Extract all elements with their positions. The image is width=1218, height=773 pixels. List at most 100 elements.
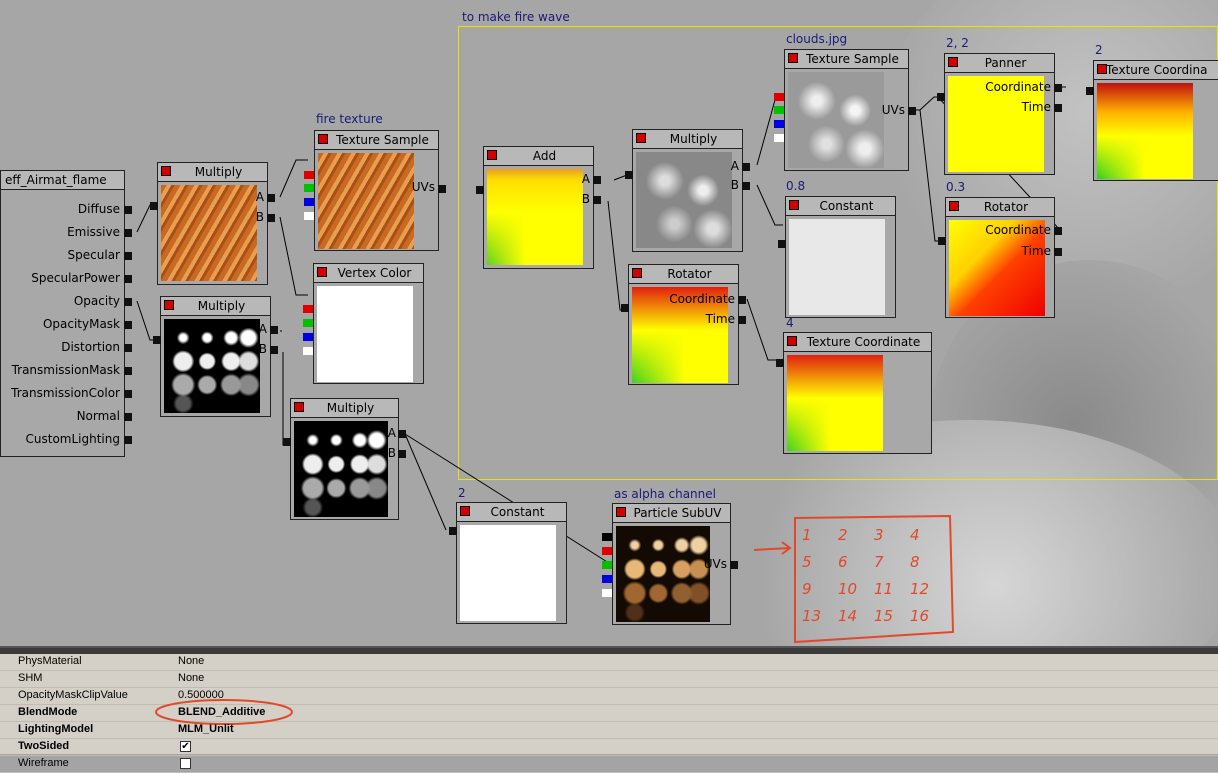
- preview-toggle-icon[interactable]: [632, 268, 642, 278]
- preview-toggle-icon[interactable]: [487, 150, 497, 160]
- coordinate-port[interactable]: [738, 296, 746, 304]
- preview-toggle-icon[interactable]: [636, 133, 646, 143]
- property-row[interactable]: TwoSided✔: [0, 739, 1218, 756]
- port[interactable]: [124, 390, 132, 398]
- preview-toggle-icon[interactable]: [616, 507, 626, 517]
- output-port[interactable]: [150, 202, 158, 210]
- multiply-node[interactable]: Multiply A B: [150, 162, 275, 285]
- port[interactable]: [124, 229, 132, 237]
- preview-toggle-icon[interactable]: [161, 166, 171, 176]
- property-value[interactable]: MLM_Unlit: [178, 723, 234, 735]
- texture-coordinate-node[interactable]: Texture Coordinate: [776, 332, 932, 454]
- two-sided-checkbox[interactable]: ✔: [180, 741, 191, 752]
- texture-coordinate-node[interactable]: Texture Coordina: [1086, 60, 1218, 181]
- particle-subuv-node[interactable]: Particle SubUV UVs: [602, 503, 738, 625]
- port[interactable]: [124, 321, 132, 329]
- wireframe-checkbox[interactable]: [180, 758, 191, 769]
- uvs-port[interactable]: [908, 107, 916, 115]
- rotator-node[interactable]: Rotator Coordinate Time: [621, 264, 746, 385]
- texture-sample-node[interactable]: Texture Sample UVs: [774, 49, 916, 171]
- preview-toggle-icon[interactable]: [460, 506, 470, 516]
- port[interactable]: [124, 344, 132, 352]
- input-port-a[interactable]: [742, 163, 750, 171]
- port[interactable]: [124, 252, 132, 260]
- output-port[interactable]: [153, 336, 161, 344]
- preview-toggle-icon[interactable]: [788, 53, 798, 63]
- multiply-node[interactable]: Multiply A B: [625, 129, 750, 252]
- preview-toggle-icon[interactable]: [318, 134, 328, 144]
- input-distortion: Distortion: [61, 340, 120, 354]
- port[interactable]: [124, 436, 132, 444]
- coordinate-port[interactable]: [1054, 84, 1062, 92]
- time-port[interactable]: [738, 316, 746, 324]
- input-port-b[interactable]: [593, 196, 601, 204]
- output-port[interactable]: [778, 240, 786, 248]
- output-port[interactable]: [449, 527, 457, 535]
- input-port-a[interactable]: [270, 326, 278, 334]
- multiply-node[interactable]: Multiply A B: [283, 398, 406, 520]
- preview-toggle-icon[interactable]: [317, 267, 327, 277]
- uvs-port[interactable]: [438, 185, 446, 193]
- port[interactable]: [124, 367, 132, 375]
- time-port[interactable]: [1054, 248, 1062, 256]
- port[interactable]: [124, 298, 132, 306]
- preview-toggle-icon[interactable]: [294, 402, 304, 412]
- multiply-node[interactable]: Multiply A B: [153, 296, 278, 417]
- preview-toggle-icon[interactable]: [787, 336, 797, 346]
- output-port[interactable]: [938, 237, 946, 245]
- preview-toggle-icon[interactable]: [789, 200, 799, 210]
- node-title: Multiply: [669, 132, 718, 146]
- output-port[interactable]: [937, 93, 945, 101]
- property-row[interactable]: Wireframe: [0, 756, 1218, 773]
- property-value[interactable]: 0.500000: [178, 689, 224, 701]
- port[interactable]: [124, 206, 132, 214]
- constant-node[interactable]: Constant: [778, 196, 896, 318]
- preview-toggle-icon[interactable]: [949, 201, 959, 211]
- input-port-b[interactable]: [742, 182, 750, 190]
- node-header: Constant: [456, 502, 567, 522]
- port-label-coordinate: Coordinate: [669, 292, 735, 306]
- rgb-channel-icon: [602, 533, 612, 541]
- output-port[interactable]: [621, 304, 629, 312]
- property-value[interactable]: BLEND_Additive: [178, 706, 266, 718]
- material-editor-canvas[interactable]: to make fire wave eff_Airmat_flame: [0, 0, 1218, 646]
- input-port-a[interactable]: [398, 430, 406, 438]
- constant-node[interactable]: Constant: [449, 502, 567, 624]
- output-port[interactable]: [1086, 87, 1094, 95]
- input-port-b[interactable]: [270, 346, 278, 354]
- preview-toggle-icon[interactable]: [948, 57, 958, 67]
- add-node[interactable]: Add A B: [476, 146, 601, 269]
- property-value[interactable]: None: [178, 672, 205, 684]
- time-port[interactable]: [1054, 104, 1062, 112]
- preview-toggle-icon[interactable]: [1097, 64, 1107, 74]
- property-value[interactable]: None: [178, 655, 205, 667]
- output-port[interactable]: [476, 186, 484, 194]
- port[interactable]: [124, 413, 132, 421]
- input-specular-power: SpecularPower: [31, 271, 120, 285]
- input-port-b[interactable]: [267, 214, 275, 222]
- panner-node[interactable]: Panner Coordinate Time: [937, 53, 1062, 175]
- input-port-b[interactable]: [398, 450, 406, 458]
- port[interactable]: [124, 275, 132, 283]
- uvs-port[interactable]: [730, 561, 738, 569]
- rotator-node[interactable]: Rotator Coordinate Time: [938, 197, 1062, 318]
- output-port[interactable]: [283, 438, 291, 446]
- preview-toggle-icon[interactable]: [164, 300, 174, 310]
- output-port[interactable]: [625, 171, 633, 179]
- material-output-node[interactable]: eff_Airmat_flame Diffuse Emissive Specul…: [0, 170, 132, 457]
- vertex-color-node[interactable]: Vertex Color: [303, 263, 424, 384]
- annotation-number: 8: [910, 553, 920, 571]
- coordinate-port[interactable]: [1054, 227, 1062, 235]
- input-port-a[interactable]: [267, 194, 275, 202]
- texture-sample-node[interactable]: Texture Sample UVs: [304, 130, 446, 251]
- output-port[interactable]: [776, 359, 784, 367]
- annotation-number: 7: [874, 553, 884, 571]
- annotation-number: 15: [874, 607, 893, 625]
- input-port-a[interactable]: [593, 176, 601, 184]
- annotation-number: 14: [838, 607, 857, 625]
